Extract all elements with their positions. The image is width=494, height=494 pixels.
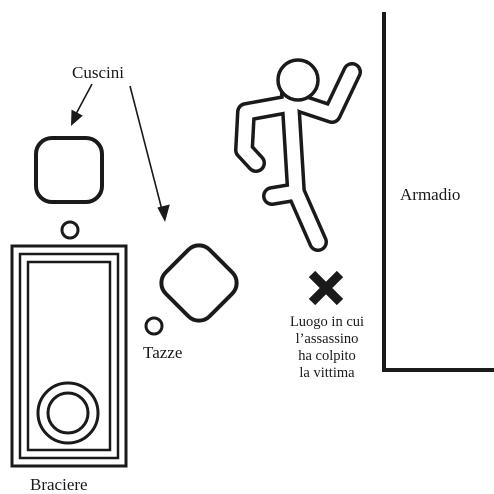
cup-lower [144,316,164,336]
murder-spot-line-2: l’assassino [295,331,359,347]
cushions-label: Cuscini [72,63,124,82]
murder-spot-line-4: la vittima [299,365,355,381]
x-mark-icon [308,270,344,306]
murder-spot-line-1: Luogo in cui [289,314,365,330]
victim-head [276,58,320,102]
arrow-to-cushion-diamond [129,85,170,222]
brazier [10,244,128,468]
brazier-label: Braciere [30,475,88,494]
wardrobe-wall [382,12,494,372]
arrow-to-cushion-square [71,83,93,126]
murder-spot-line-3: ha colpito [298,348,356,364]
murder-spot-label: Luogo in cui l’assassino ha colpito la v… [262,314,392,382]
wardrobe-label: Armadio [400,185,461,204]
cushion-square [34,136,104,204]
cup-upper [60,220,80,240]
body-outline-inner [237,65,359,249]
cups-label: Tazze [143,343,183,362]
cushion-diamond [159,243,239,323]
